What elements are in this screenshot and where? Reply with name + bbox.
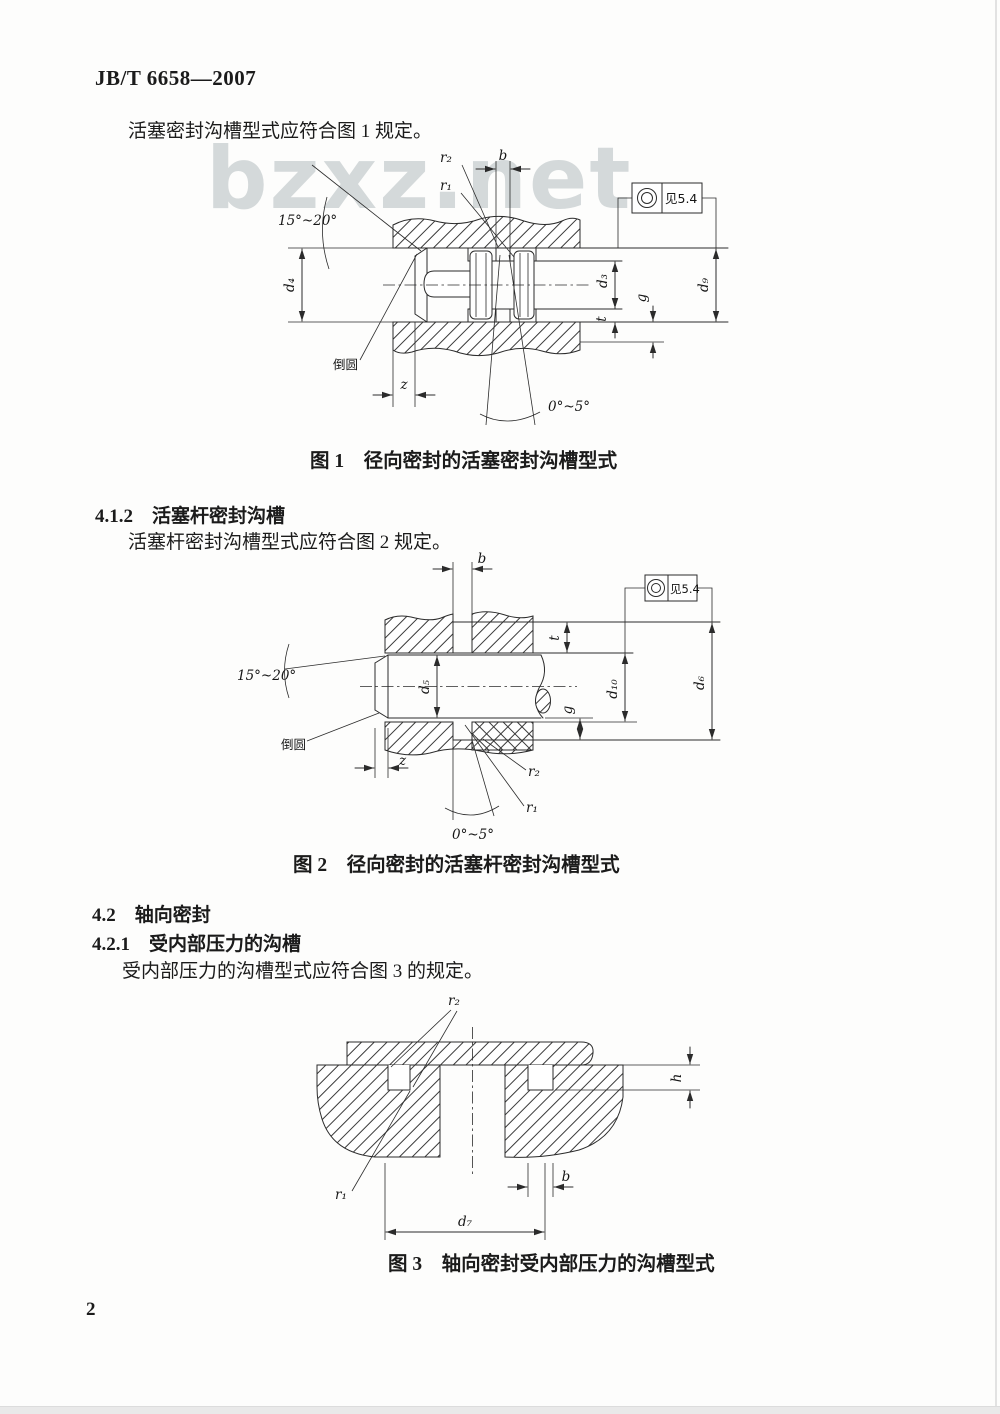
fig2-dimension-z: z bbox=[354, 728, 409, 778]
fig1-label-z: z bbox=[399, 377, 408, 393]
fig1-angle-left: 15°~20° bbox=[278, 164, 422, 270]
fig2-dimension-t: t bbox=[547, 622, 571, 653]
fig1-radius-leaders: r₂ r₁ bbox=[440, 150, 515, 258]
fig2-label-g: g bbox=[560, 705, 576, 714]
fig1-label-g: g bbox=[634, 293, 650, 302]
figure-1-drawing: d₄ 15°~20° r₂ r₁ b 见5.4 bbox=[278, 148, 729, 426]
document-header: JB/T 6658—2007 bbox=[95, 66, 257, 90]
fig1-label-r2: r₂ bbox=[440, 150, 452, 166]
fig3-dimension-d7: d₇ bbox=[384, 1163, 546, 1240]
fig1-label-b: b bbox=[499, 148, 508, 164]
section-4-2-1-heading: 4.2.1 受内部压力的沟槽 bbox=[92, 934, 302, 955]
fig2-piston-rod: d₅ bbox=[360, 654, 577, 719]
fig1-label-d4: d₄ bbox=[282, 278, 298, 292]
fig1-piston bbox=[383, 247, 623, 323]
page-number: 2 bbox=[86, 1299, 96, 1320]
fig2-label-d5: d₅ bbox=[417, 679, 433, 694]
fig2-angle-bottom: 0°~5° bbox=[444, 739, 500, 843]
fig1-angle-bottom: 0°~5° bbox=[479, 254, 590, 426]
fig2-chamfer-note: 倒圆 bbox=[281, 712, 380, 752]
fig2-label-r1: r₁ bbox=[526, 800, 538, 816]
fig2-dimensions-right: g d₁₀ d₆ bbox=[560, 622, 716, 740]
fig3-label-r2: r₂ bbox=[448, 993, 460, 1009]
fig3-label-r1: r₁ bbox=[335, 1187, 347, 1203]
scan-edge-right bbox=[995, 0, 997, 1414]
fig1-label-r1: r₁ bbox=[440, 178, 452, 194]
fig2-roughness-symbol: 见5.4 bbox=[624, 574, 713, 653]
section-4-1-2-heading: 4.1.2 活塞杆密封沟槽 bbox=[95, 506, 286, 527]
figure-3-drawing: r₂ h b d₇ r₁ bbox=[316, 993, 700, 1240]
figure-2-drawing: b 见5.4 t d₅ bbox=[237, 551, 721, 843]
fig2-angle-left: 15°~20° bbox=[237, 643, 386, 699]
paragraph-3: 受内部压力的沟槽型式应符合图 3 的规定。 bbox=[122, 961, 484, 982]
fig3-radius-r2-leader: r₂ bbox=[390, 993, 460, 1088]
scan-edge-bottom bbox=[0, 1406, 1000, 1414]
fig2-label-r2: r₂ bbox=[528, 764, 540, 780]
fig2-dimension-b: b bbox=[432, 551, 493, 653]
fig3-label-d7: d₇ bbox=[458, 1214, 473, 1230]
fig3-label-b: b bbox=[562, 1169, 571, 1185]
fig3-dimension-h: h bbox=[555, 1046, 700, 1109]
fig3-base-block bbox=[316, 1027, 624, 1177]
fig1-label-t: t bbox=[594, 316, 610, 322]
fig3-dimension-b: b bbox=[507, 1163, 574, 1197]
figure-1-caption: 图 1 径向密封的活塞密封沟槽型式 bbox=[310, 451, 618, 472]
fig1-dimension-b: b bbox=[475, 148, 531, 248]
fig1-label-d9: d₉ bbox=[696, 277, 712, 292]
section-4-2-heading: 4.2 轴向密封 bbox=[92, 905, 211, 926]
fig1-label-chamfer: 倒圆 bbox=[333, 357, 358, 372]
fig2-label-angle-left: 15°~20° bbox=[237, 668, 296, 684]
figure-2-caption: 图 2 径向密封的活塞杆密封沟槽型式 bbox=[293, 855, 620, 876]
fig2-gland-blocks-top bbox=[384, 611, 721, 654]
fig2-label-t: t bbox=[547, 635, 563, 641]
fig3-radius-r1-leader: r₁ bbox=[335, 1090, 411, 1203]
fig1-label-angle-left: 15°~20° bbox=[278, 213, 337, 229]
paragraph-1: 活塞密封沟槽型式应符合图 1 规定。 bbox=[128, 121, 433, 142]
fig1-roughness-circle-icon bbox=[637, 188, 657, 208]
fig2-label-chamfer: 倒圆 bbox=[281, 737, 306, 752]
fig2-label-angle-bottom: 0°~5° bbox=[452, 827, 494, 843]
watermark: bzxz.net bbox=[206, 129, 633, 229]
fig3-cover-plate bbox=[346, 1041, 594, 1066]
fig2-roughness-circle-icon bbox=[647, 579, 665, 597]
fig2-label-b: b bbox=[478, 551, 487, 567]
fig1-chamfer-note: 倒圆 bbox=[333, 253, 418, 372]
figure-3-caption: 图 3 轴向密封受内部压力的沟槽型式 bbox=[388, 1254, 715, 1275]
fig1-dimensions-right: d₉ d₃ t g bbox=[580, 248, 720, 359]
paragraph-2: 活塞杆密封沟槽型式应符合图 2 规定。 bbox=[128, 532, 452, 553]
fig2-label-d6: d₆ bbox=[692, 675, 708, 690]
fig1-label-d3: d₃ bbox=[595, 274, 611, 288]
fig1-roughness-symbol: 见5.4 bbox=[617, 182, 717, 248]
fig2-label-see54: 见5.4 bbox=[670, 582, 700, 596]
fig2-label-d10: d₁₀ bbox=[605, 679, 621, 699]
fig1-dimension-z: z bbox=[372, 322, 436, 407]
fig2-label-z: z bbox=[398, 753, 407, 769]
fig3-label-h: h bbox=[669, 1074, 685, 1083]
fig1-label-angle-bottom: 0°~5° bbox=[548, 399, 590, 415]
fig1-label-see54: 见5.4 bbox=[665, 191, 697, 206]
fig2-radius-leaders: r₂ r₁ bbox=[464, 724, 540, 816]
fig2-gland-blocks-bottom bbox=[384, 717, 721, 756]
fig1-dimension-d4: d₄ bbox=[282, 247, 393, 323]
fig2-seal-cross-section bbox=[471, 721, 534, 751]
